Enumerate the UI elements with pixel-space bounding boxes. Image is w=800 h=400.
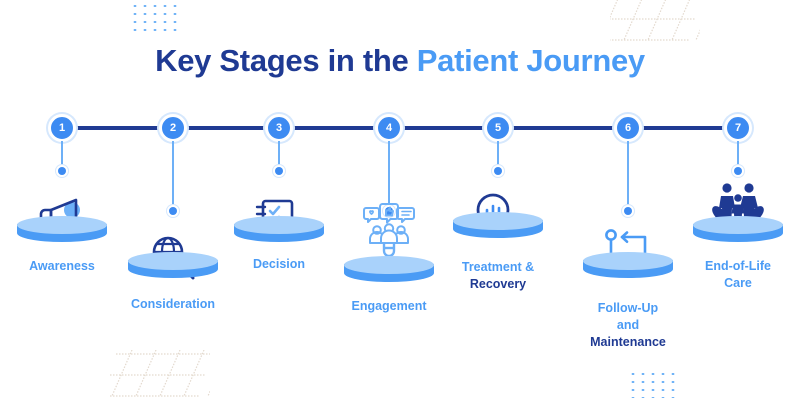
stage-platform-3 (234, 216, 324, 250)
platform-top (453, 212, 543, 230)
stage-platform-6 (583, 252, 673, 286)
stage-connector-dot-7 (734, 167, 742, 175)
stage-platform-1 (17, 216, 107, 250)
stage-connector-dot-3 (275, 167, 283, 175)
stage-label-line: Engagement (351, 299, 427, 313)
stage-label-line: Awareness (29, 259, 95, 273)
stage-number-badge-7[interactable]: 7 (724, 114, 752, 142)
stage-label-3: Decision (204, 256, 354, 273)
engagement-magnet-icon (351, 200, 427, 262)
stage-label-1: Awareness (0, 258, 137, 275)
platform-top (234, 216, 324, 234)
stage-connector-dot-2 (169, 207, 177, 215)
stage-platform-2 (128, 252, 218, 286)
stage-platform-4 (344, 256, 434, 290)
stage-number-badge-5[interactable]: 5 (484, 114, 512, 142)
platform-top (128, 252, 218, 270)
stage-connector-line-6 (627, 141, 629, 207)
stage-label-line: Consideration (130, 297, 216, 311)
stage-label-line: Recovery (469, 276, 527, 291)
stage-connector-dot-6 (624, 207, 632, 215)
page-title-part-2: Patient Journey (416, 43, 645, 78)
stage-label-line: Care (724, 275, 752, 290)
stage-connector-line-3 (278, 141, 280, 167)
stage-number-badge-4[interactable]: 4 (375, 114, 403, 142)
platform-top (693, 216, 783, 234)
stage-connector-dot-1 (58, 167, 66, 175)
stage-label-line: End-of-Life (705, 259, 771, 273)
stage-connector-dot-5 (494, 167, 502, 175)
stage-connector-line-7 (737, 141, 739, 167)
platform-top (17, 216, 107, 234)
stage-connector-line-2 (172, 141, 174, 207)
platform-top (344, 256, 434, 274)
stage-label-line: and (616, 317, 640, 332)
stage-label-5: Treatment & Recovery (423, 259, 573, 293)
stage-number-badge-1[interactable]: 1 (48, 114, 76, 142)
stage-platform-5 (453, 212, 543, 246)
stage-label-line: Maintenance (590, 334, 666, 349)
stage-platform-7 (693, 216, 783, 250)
page-title: Key Stages in the Patient Journey (0, 43, 800, 78)
stage-connector-line-5 (497, 141, 499, 167)
stage-label-line: Treatment & (461, 260, 535, 274)
stage-label-2: Consideration (98, 296, 248, 313)
stage-label-line: Follow-Up (597, 301, 659, 315)
stage-connector-line-4 (388, 141, 390, 207)
stage-label-4: Engagement (314, 298, 464, 315)
stage-number-badge-6[interactable]: 6 (614, 114, 642, 142)
page-title-part-1: Key Stages in the (155, 43, 417, 78)
platform-top (583, 252, 673, 270)
stage-connector-line-1 (61, 141, 63, 167)
stage-label-line: Decision (252, 257, 306, 271)
stage-number-badge-2[interactable]: 2 (159, 114, 187, 142)
stage-number-badge-3[interactable]: 3 (265, 114, 293, 142)
